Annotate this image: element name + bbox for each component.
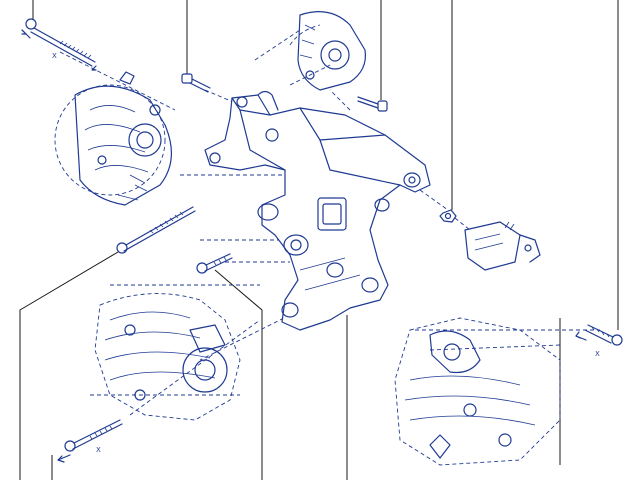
bolt-label-top-left: X (52, 52, 57, 60)
engine-block-lower-right (394, 317, 600, 466)
bolt-top-left (21, 18, 97, 71)
compressor-lower-left (94, 293, 241, 421)
bolt-small-top (181, 73, 211, 93)
bolt-bottom-left (57, 419, 123, 463)
bolt-top-center (357, 96, 388, 112)
nut-right (439, 209, 457, 223)
sensor-right (464, 221, 541, 271)
pump-upper-center (289, 11, 367, 91)
alternator-upper-left (54, 71, 173, 206)
bolt-label-bottom-left: X (96, 446, 101, 454)
leader-line-center-bolt (214, 269, 263, 480)
bolt-long-center-left (116, 206, 196, 254)
bolt-label-right: X (595, 350, 600, 358)
bolt-medium-center (196, 253, 233, 274)
leader-lines (19, 0, 619, 480)
leader-line-left-bracket (19, 251, 119, 480)
mounting-bracket (204, 90, 431, 331)
bolt-right (575, 324, 623, 346)
